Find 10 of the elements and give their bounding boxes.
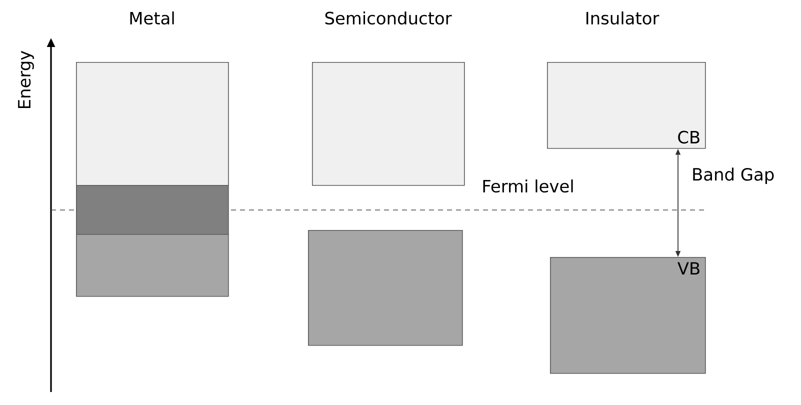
band-box [76, 234, 229, 297]
band-box: VB [550, 257, 706, 374]
band-box: CB [547, 62, 706, 149]
fermi-level-label: Fermi level [483, 179, 573, 193]
band-box [76, 62, 229, 186]
band-box [76, 185, 229, 235]
band-box [308, 230, 463, 346]
edge-label: Band Gap [693, 168, 774, 184]
axis-title: Energy [18, 50, 34, 108]
band-box [312, 62, 465, 186]
